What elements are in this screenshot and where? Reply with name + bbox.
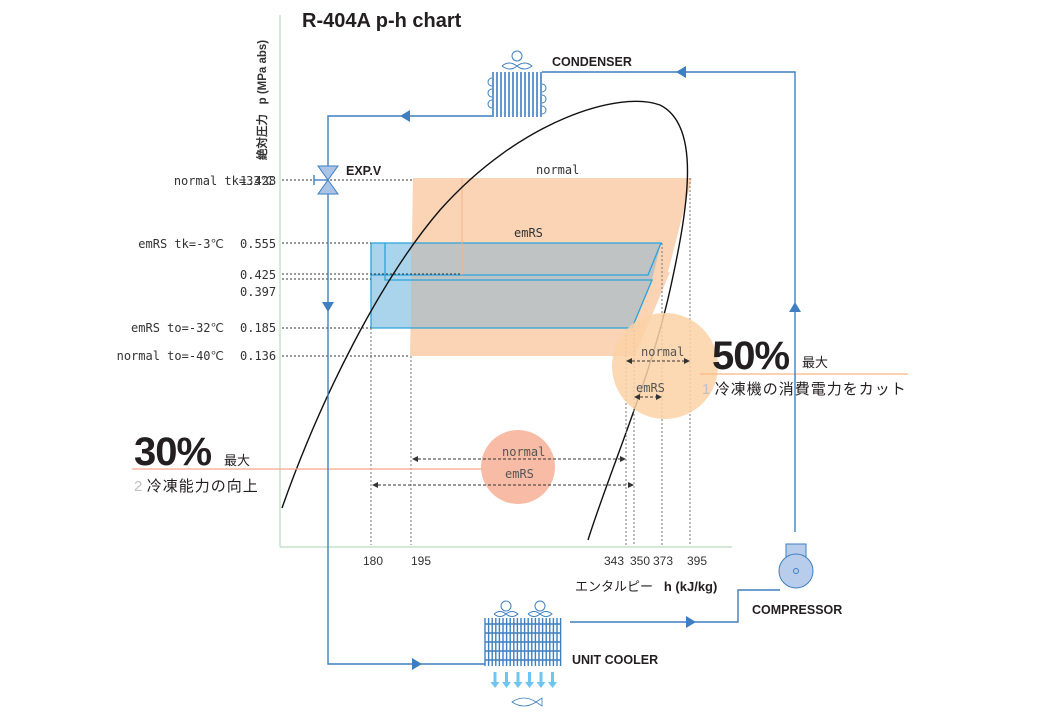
cold-air-arrow-icon xyxy=(548,672,557,688)
h-tick-343: 343 xyxy=(604,554,625,568)
pressure-guides xyxy=(282,179,462,357)
p-tag-1: emRS tk=-3℃ xyxy=(138,237,224,251)
power-text: 冷凍機の消費電力をカット xyxy=(714,381,907,398)
enthalpy-guides xyxy=(370,178,691,545)
y-axis-label-en: p (MPa abs) xyxy=(257,39,269,105)
cold-air-arrow-icon xyxy=(502,672,511,688)
power-max: 最大 xyxy=(802,355,829,370)
h-tick-180: 180 xyxy=(363,554,384,568)
power-emrs-label: emRS xyxy=(636,381,665,395)
p-tag-0: normal tk=33℃ xyxy=(173,174,274,188)
compressor-label: COMPRESSOR xyxy=(752,603,843,617)
cold-air-arrow-icon xyxy=(536,672,546,688)
p-value-4: 0.185 xyxy=(240,321,277,335)
unit-cooler-label: UNIT COOLER xyxy=(572,653,659,667)
emrs-outline-bottom xyxy=(370,243,653,329)
capacity-description: 2 冷凍能力の向上 xyxy=(134,475,259,496)
p-value-5: 0.136 xyxy=(240,349,277,363)
p-value-1: 0.555 xyxy=(240,237,277,251)
p-value-0: 1.428 xyxy=(240,174,277,188)
cold-air-arrow-icon xyxy=(513,672,523,688)
normal-cycle-label: normal xyxy=(536,163,580,177)
x-axis-label-jp: エンタルピー xyxy=(575,579,654,594)
fish-icon xyxy=(511,697,543,707)
p-tag-5: normal to=-40℃ xyxy=(116,349,224,363)
power-normal-label: normal xyxy=(641,345,685,359)
cold-air-arrow-icon xyxy=(490,672,500,688)
flow-arrows xyxy=(322,66,801,670)
h-tick-350: 350 xyxy=(630,554,651,568)
power-percent: 50% xyxy=(712,334,790,378)
emrs-cycle-area xyxy=(371,243,413,328)
x-axis-label: エンタルピー h (kJ/kg) xyxy=(575,576,717,595)
unit-cooler-icon xyxy=(484,600,562,707)
chart-title: R-404A p-h chart xyxy=(302,10,462,32)
capacity-index: 2 xyxy=(134,478,143,495)
expansion-valve-label: EXP.V xyxy=(346,164,382,178)
capacity-normal-label: normal xyxy=(502,445,546,459)
y-axis-label: 絶対圧力 p (MPa abs) xyxy=(254,40,270,160)
h-tick-395: 395 xyxy=(687,554,708,568)
power-circle xyxy=(612,313,718,419)
capacity-percent: 30% xyxy=(134,430,212,474)
capacity-text: 冷凍能力の向上 xyxy=(146,478,259,495)
condenser-label: CONDENSER xyxy=(552,55,632,69)
h-tick-373: 373 xyxy=(653,554,674,568)
condenser-icon xyxy=(487,50,547,117)
power-index: 1 xyxy=(702,381,711,398)
cold-air-arrow-icon xyxy=(525,672,534,688)
capacity-max: 最大 xyxy=(224,453,251,468)
p-value-2: 0.425 xyxy=(240,268,277,282)
x-axis-label-en: h (kJ/kg) xyxy=(663,579,718,594)
compressor-icon xyxy=(778,543,814,589)
p-tag-4: emRS to=-32℃ xyxy=(131,321,224,335)
power-description: 1 冷凍機の消費電力をカット xyxy=(702,378,907,399)
h-tick-195: 195 xyxy=(411,554,432,568)
expansion-valve-icon xyxy=(313,165,339,195)
overlap-area xyxy=(411,243,661,328)
y-axis-label-jp: 絶対圧力 xyxy=(257,114,269,160)
emrs-outline-top xyxy=(370,242,662,276)
p-value-3: 0.397 xyxy=(240,285,277,299)
capacity-emrs-label: emRS xyxy=(505,467,534,481)
emrs-cycle-label: emRS xyxy=(514,226,543,240)
